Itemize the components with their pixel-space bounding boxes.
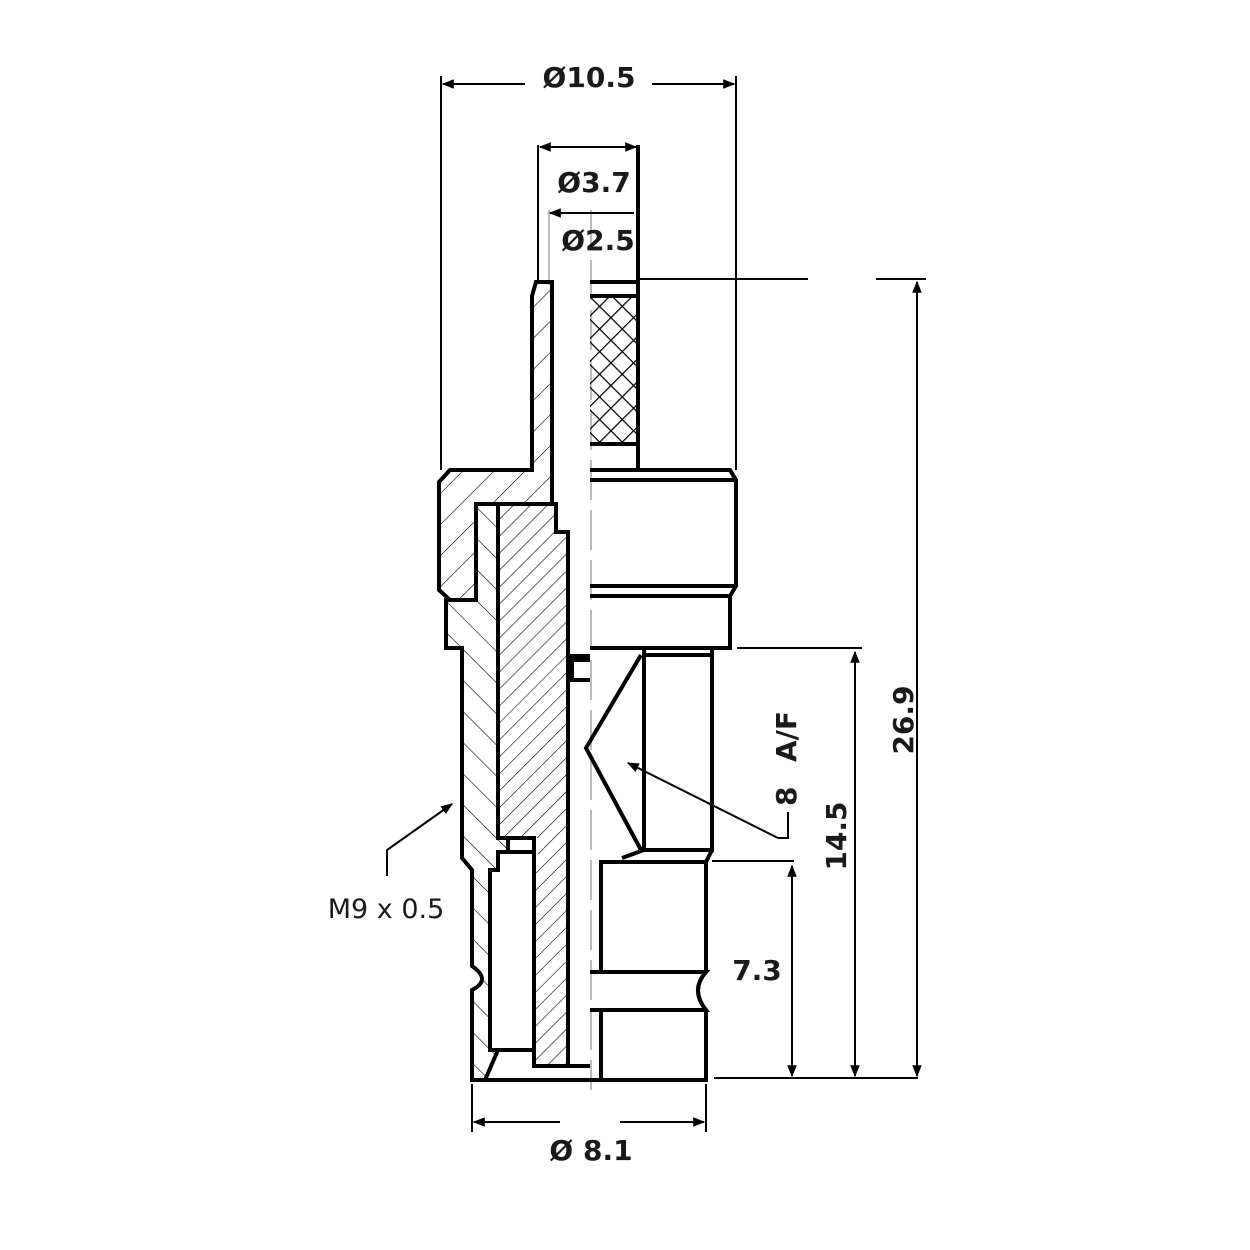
inner-ring	[485, 654, 590, 1082]
wrench-size-label: 8	[770, 787, 803, 806]
lower-height-label: 7.3	[732, 954, 782, 987]
body-section	[444, 502, 510, 1082]
cap-section	[437, 280, 554, 602]
dim-lower-height: 7.3	[712, 860, 797, 1078]
dim-bore-diameter: Ø3.7	[537, 142, 638, 282]
dim-total-height: 26.9	[640, 278, 926, 1079]
thread-callout: M9 x 0.5	[328, 803, 453, 925]
bore-diameter-label: Ø3.7	[557, 166, 630, 199]
outer-diameter-label: Ø10.5	[543, 61, 636, 94]
dim-wrench-size: 8 A/F	[626, 711, 803, 839]
filter-mesh	[590, 145, 640, 470]
dim-outer-diameter: Ø10.5	[440, 61, 737, 470]
base-diameter-label: Ø 8.1	[549, 1134, 632, 1167]
core-tube-section	[496, 502, 590, 1068]
dim-inner-diameter: Ø2.5	[548, 208, 635, 257]
dim-hex-height: 14.5	[737, 647, 862, 1078]
thread-label: M9 x 0.5	[328, 894, 445, 925]
lower-body-outline	[590, 860, 711, 1082]
total-height-label: 26.9	[887, 685, 920, 754]
hex-height-label: 14.5	[820, 801, 853, 870]
dim-base-diameter: Ø 8.1	[471, 1084, 707, 1167]
wrench-unit-label: A/F	[770, 711, 803, 762]
cap-outline	[590, 468, 738, 650]
inner-diameter-label: Ø2.5	[561, 224, 634, 257]
hex-nut-outline	[583, 648, 714, 863]
